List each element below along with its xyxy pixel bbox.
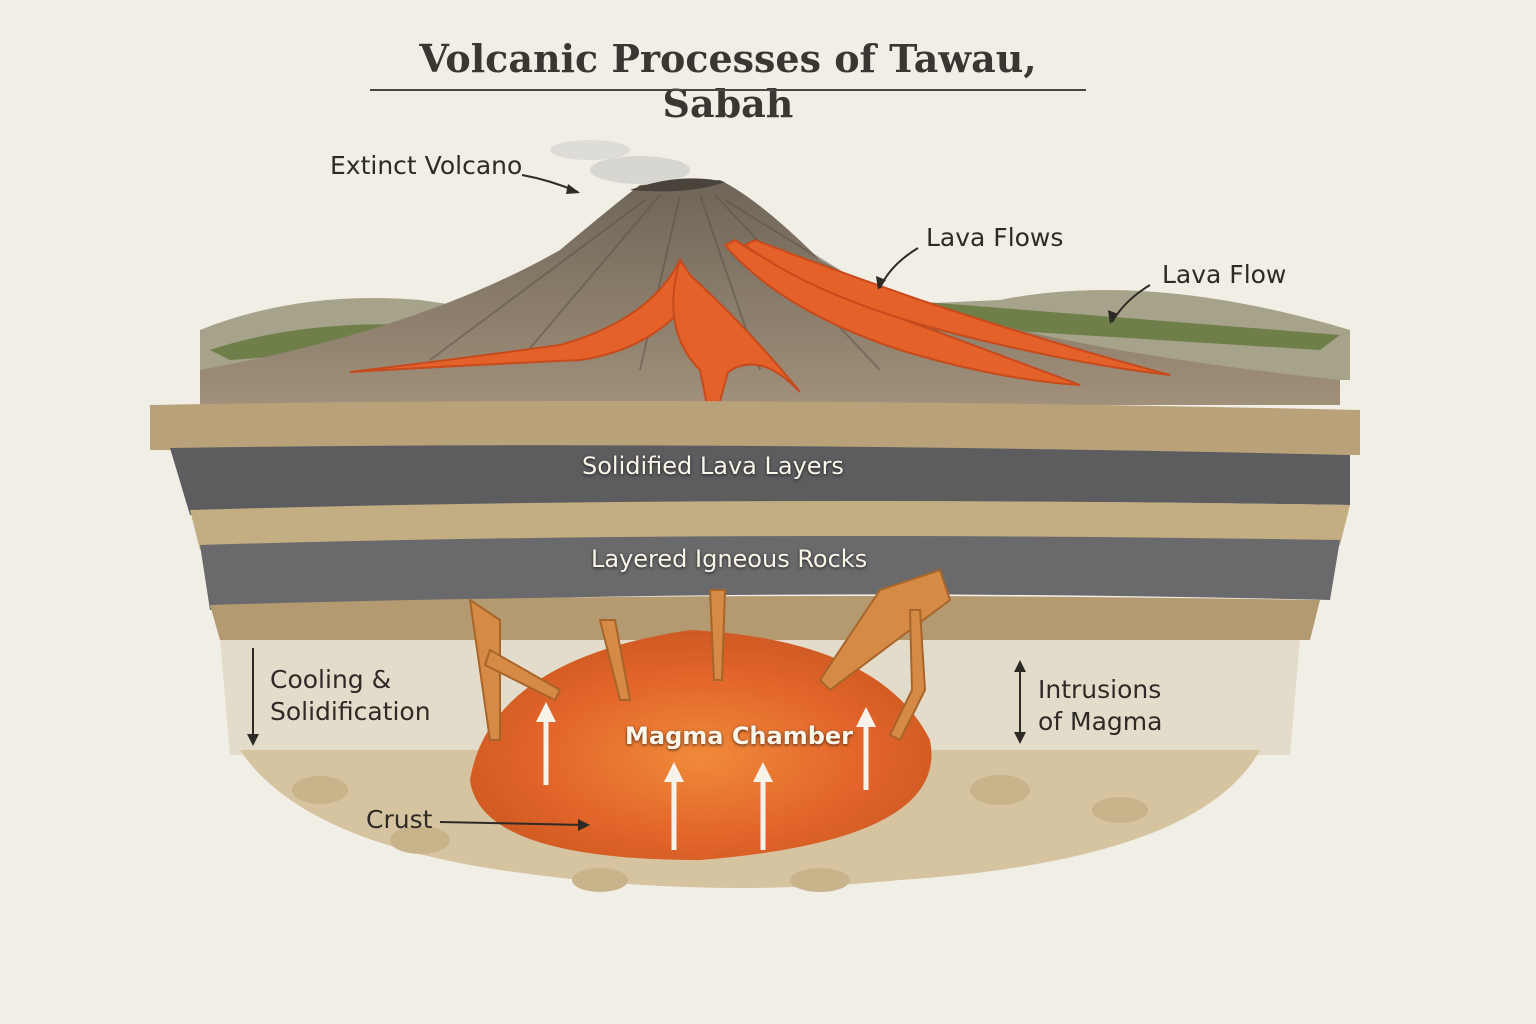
igneous-layer [200, 536, 1340, 610]
label-intrusions-of-magma: Intrusions of Magma [1038, 674, 1162, 738]
label-cooling-solidification: Cooling & Solidification [270, 664, 431, 728]
sediment-layer-low [210, 596, 1320, 640]
magma-chamber [470, 630, 932, 860]
magma-intrusions [468, 568, 952, 742]
label-lava-flow: Lava Flow [1162, 260, 1287, 289]
rubble-stones [292, 775, 1148, 892]
label-extinct-volcano: Extinct Volcano [330, 151, 523, 180]
label-cooling-line1: Cooling & [270, 665, 392, 694]
smoke [550, 140, 690, 184]
lava-flows [349, 238, 1171, 431]
title-underline [370, 89, 1086, 91]
label-intrusions-line1: Intrusions [1038, 675, 1162, 704]
solidified-lava-layer [170, 445, 1350, 515]
label-layered-igneous-rocks: Layered Igneous Rocks [591, 545, 868, 573]
label-crust: Crust [366, 805, 433, 834]
vegetation [210, 300, 1340, 360]
magma-rise-arrows [536, 702, 876, 850]
label-cooling-line2: Solidification [270, 697, 431, 726]
label-solidified-lava-layers: Solidified Lava Layers [582, 452, 844, 480]
label-intrusions-line2: of Magma [1038, 707, 1163, 736]
arrowheads [247, 184, 1118, 831]
diagram-title: Volcanic Processes of Tawau, Sabah [419, 36, 1037, 126]
label-lava-flows: Lava Flows [926, 223, 1064, 252]
label-magma-chamber: Magma Chamber [625, 722, 854, 750]
sediment-layer-top [150, 401, 1360, 455]
crater [630, 178, 725, 192]
